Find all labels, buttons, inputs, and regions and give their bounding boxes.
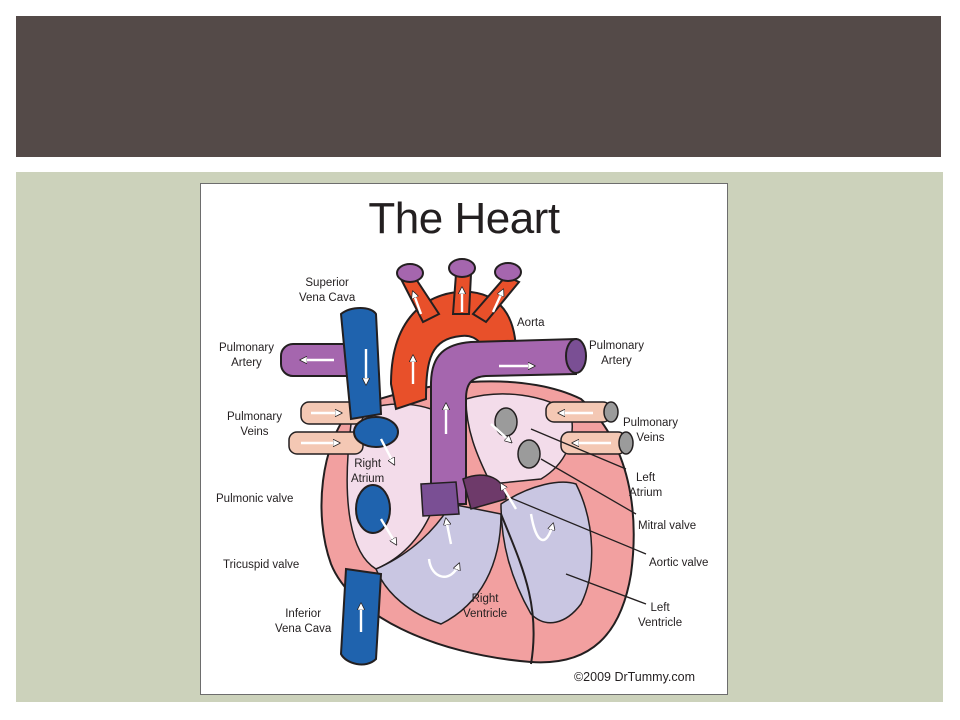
diagram-title: The Heart: [368, 194, 560, 243]
label-aorta: Aorta: [517, 317, 545, 329]
label-tricuspid-valve: Tricuspid valve: [223, 559, 300, 571]
heart-valves: [420, 407, 541, 517]
label-leader-lines: [505, 428, 647, 605]
slide-title-bar: [16, 16, 941, 157]
aortic-branches: [396, 258, 522, 324]
label-pulmonic-valve: Pulmonic valve: [216, 493, 294, 505]
septum: [500, 513, 535, 665]
left-ventricle-chamber: [500, 481, 593, 624]
copyright-notice: ©2009 DrTummy.com: [573, 670, 695, 684]
label-aortic-valve: Aortic valve: [649, 557, 709, 569]
right-ventricle-chamber: [375, 503, 502, 625]
label-mitral-valve: Mitral valve: [638, 520, 697, 532]
heart-illustration: [280, 258, 647, 666]
blood-flow-arrows: [301, 288, 611, 632]
